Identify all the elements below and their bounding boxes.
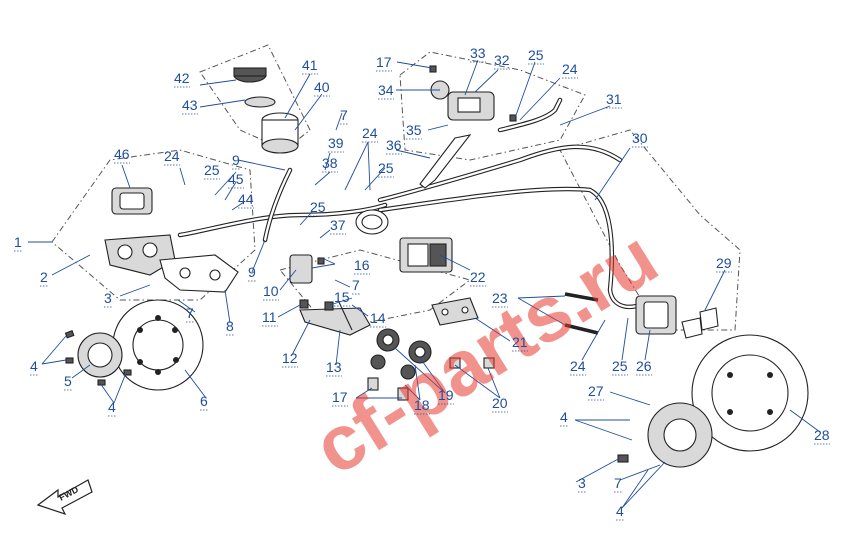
callout-c1: 1 [14, 234, 22, 250]
callout-c42: 42 [174, 70, 190, 86]
front-disc-bolts [64, 330, 132, 386]
callout-c5: 5 [64, 373, 72, 389]
callout-c25d: 25 [528, 47, 544, 63]
callout-c9b: 9 [248, 264, 256, 280]
master-hose [262, 167, 293, 243]
callout-c41: 41 [302, 57, 318, 73]
callout-c7c: 7 [352, 277, 360, 293]
callout-c25a: 25 [204, 162, 220, 178]
callout-c7a: 7 [186, 305, 194, 321]
rear-master-cylinder [419, 65, 517, 189]
callout-c4b: 4 [108, 399, 116, 415]
callout-c23: 23 [492, 290, 508, 306]
rear-caliper-frame [559, 129, 741, 331]
front-disc-hub [77, 332, 123, 378]
rear-brake-disc [691, 334, 809, 452]
callout-c21: 21 [512, 334, 528, 350]
callout-c31: 31 [606, 91, 622, 107]
callout-c40: 40 [314, 79, 330, 95]
callout-c25c: 25 [310, 199, 326, 215]
callout-c9a: 9 [232, 152, 240, 168]
callout-c4c: 4 [560, 409, 568, 425]
callout-c7d: 7 [614, 475, 622, 491]
callout-c45: 45 [228, 171, 244, 187]
rear-caliper [635, 295, 719, 339]
long-bolts [564, 292, 599, 335]
callout-c17a: 17 [332, 389, 348, 405]
callout-c36: 36 [386, 137, 402, 153]
callout-c4a: 4 [30, 358, 38, 374]
front-brake-disc [112, 299, 204, 391]
callout-c34: 34 [378, 82, 394, 98]
callout-c19: 19 [438, 387, 454, 403]
callout-c24c: 24 [562, 61, 578, 77]
callout-c3b: 3 [578, 475, 586, 491]
callout-c22: 22 [470, 269, 486, 285]
leader-lines [28, 59, 821, 509]
brake-hoses [177, 97, 643, 310]
rear-brake-line [497, 97, 563, 133]
callout-c12: 12 [282, 350, 298, 366]
callout-c32: 32 [494, 52, 510, 68]
rear-disc-hub [617, 402, 713, 468]
reservoir-frame [199, 44, 311, 151]
callout-c39: 39 [328, 135, 344, 151]
callout-c8: 8 [226, 318, 234, 334]
callout-c26: 26 [636, 358, 652, 374]
callout-c14: 14 [370, 310, 386, 326]
front-caliper-frame [51, 149, 256, 301]
callout-c29: 29 [716, 255, 732, 271]
callout-c24a: 24 [164, 148, 180, 164]
callout-c4d: 4 [616, 503, 624, 519]
callout-c7b: 7 [340, 107, 348, 123]
callout-c6: 6 [200, 393, 208, 409]
callout-c24d: 24 [570, 358, 586, 374]
brake-pedal-assembly [289, 254, 371, 336]
callout-c13: 13 [326, 359, 342, 375]
rubber-mounts [367, 328, 495, 401]
callout-c24b: 24 [362, 125, 378, 141]
fwd-direction-marker: FWD [36, 479, 93, 516]
callout-c43: 43 [182, 97, 198, 113]
callout-c25b: 25 [378, 160, 394, 176]
abs-module [399, 237, 453, 273]
callout-c30: 30 [632, 130, 648, 146]
callout-c16: 16 [354, 257, 370, 273]
callout-c46: 46 [114, 146, 130, 162]
callout-c37: 37 [330, 217, 346, 233]
callout-c11: 11 [262, 309, 277, 325]
front-reservoir [233, 67, 299, 154]
callout-c27: 27 [588, 383, 604, 399]
callout-c33: 33 [470, 45, 486, 61]
callout-c3: 3 [104, 290, 112, 306]
callout-c17b: 17 [376, 54, 392, 70]
callout-c35: 35 [406, 122, 422, 138]
front-caliper [104, 187, 239, 293]
watermark: cf-parts.ru [298, 213, 672, 492]
callout-c38: 38 [322, 155, 338, 171]
callout-c25e: 25 [612, 358, 628, 374]
callout-c10: 10 [263, 283, 279, 299]
callout-c28: 28 [814, 427, 830, 443]
callout-c2: 2 [40, 269, 48, 285]
front-brake-hose [177, 202, 388, 238]
abs-bracket [431, 297, 479, 326]
callout-c20: 20 [492, 395, 508, 411]
callout-c18: 18 [414, 397, 430, 413]
callout-c44: 44 [238, 191, 254, 207]
callout-c15: 15 [334, 289, 350, 305]
